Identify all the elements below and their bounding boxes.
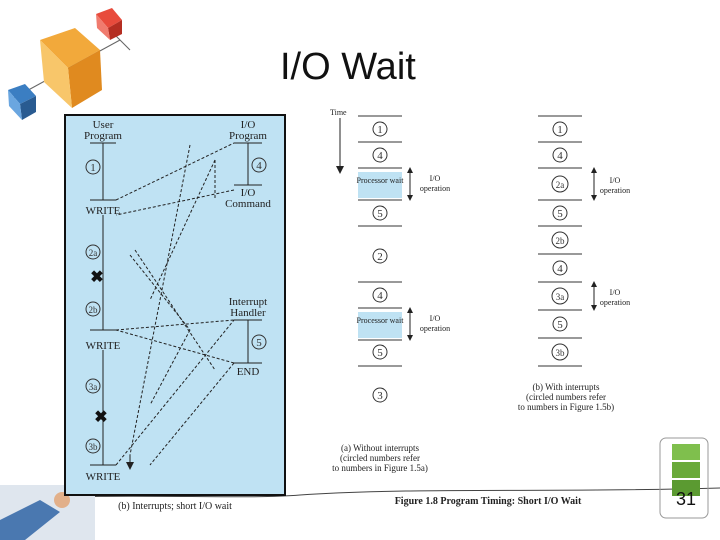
io-op-a2-1: I/O: [430, 314, 441, 323]
step-b-5: 2b: [556, 236, 566, 246]
timing-without-interrupts: Time 1 4 Processor wait 5 2 4 Processor …: [330, 108, 450, 473]
processor-wait-2: Processor wait: [357, 316, 405, 325]
step-b-2: 4: [557, 150, 563, 162]
step-a-9: 3: [377, 390, 383, 402]
step-b-4: 5: [557, 208, 563, 220]
cubes-decor: [8, 8, 131, 120]
user-program-label-1: User: [93, 119, 114, 131]
caption-a-3: to numbers in Figure 1.5a): [332, 463, 428, 473]
io-op-b2-2: operation: [600, 298, 630, 307]
circle-5: 5: [256, 337, 262, 349]
caption-b-3: to numbers in Figure 1.5b): [518, 402, 614, 412]
user-program-label-2: Program: [84, 130, 122, 142]
circle-1: 1: [90, 162, 96, 174]
circle-2b: 2b: [89, 305, 99, 315]
interrupt-handler-label-1: Interrupt: [229, 296, 267, 308]
step-b-1: 1: [557, 124, 563, 136]
figure-caption: Figure 1.8 Program Timing: Short I/O Wai…: [395, 496, 582, 507]
step-b-9: 3b: [556, 348, 566, 358]
step-b-3: 2a: [556, 180, 565, 190]
step-a-4: 5: [377, 208, 383, 220]
step-a-2: 4: [377, 150, 383, 162]
panel-b-caption: (b) Interrupts; short I/O wait: [118, 501, 232, 512]
step-b-6: 4: [557, 263, 563, 275]
step-a-5: 2: [377, 251, 383, 263]
step-a-8: 5: [377, 347, 383, 359]
page-number: 31: [676, 489, 697, 509]
caption-a-2: (circled numbers refer: [340, 453, 420, 463]
x-mark-1: ✖: [90, 269, 103, 286]
circle-2a: 2a: [89, 248, 98, 258]
io-op-b2-1: I/O: [610, 288, 621, 297]
processor-wait-1: Processor wait: [357, 176, 405, 185]
end-label: END: [237, 366, 260, 378]
step-b-8: 5: [557, 319, 563, 331]
x-mark-2: ✖: [94, 409, 107, 426]
time-label: Time: [330, 108, 347, 117]
interrupt-handler-label-2: Handler: [230, 307, 266, 319]
circle-4: 4: [256, 160, 262, 172]
io-command-label-2: Command: [225, 198, 271, 210]
io-program-label-2: Program: [229, 130, 267, 142]
circle-3b: 3b: [89, 442, 99, 452]
write-label-2: WRITE: [86, 340, 121, 352]
caption-b-2: (circled numbers refer: [526, 392, 606, 402]
slide-title: I/O Wait: [280, 46, 416, 88]
write-label-3: WRITE: [86, 471, 121, 483]
caption-a-1: (a) Without interrupts: [341, 443, 419, 453]
caption-b-1: (b) With interrupts: [533, 382, 600, 392]
io-op-a1-1: I/O: [430, 174, 441, 183]
io-program-label-1: I/O: [241, 119, 256, 131]
io-op-b1-2: operation: [600, 186, 630, 195]
timing-with-interrupts: 1 4 2a 5 2b 4 3a 5 3b I/O operation I/O …: [518, 115, 630, 412]
circle-3a: 3a: [89, 382, 98, 392]
interrupts-panel: User Program I/O Program 1 WRITE 2a ✖ 2b…: [64, 114, 286, 512]
step-a-6: 4: [377, 290, 383, 302]
step-a-1: 1: [377, 124, 383, 136]
step-b-7: 3a: [556, 292, 565, 302]
io-op-a2-2: operation: [420, 324, 450, 333]
io-op-a1-2: operation: [420, 184, 450, 193]
io-op-b1-1: I/O: [610, 176, 621, 185]
blocks-icon: [659, 437, 709, 519]
write-label-1: WRITE: [86, 205, 121, 217]
io-command-label-1: I/O: [241, 187, 256, 199]
